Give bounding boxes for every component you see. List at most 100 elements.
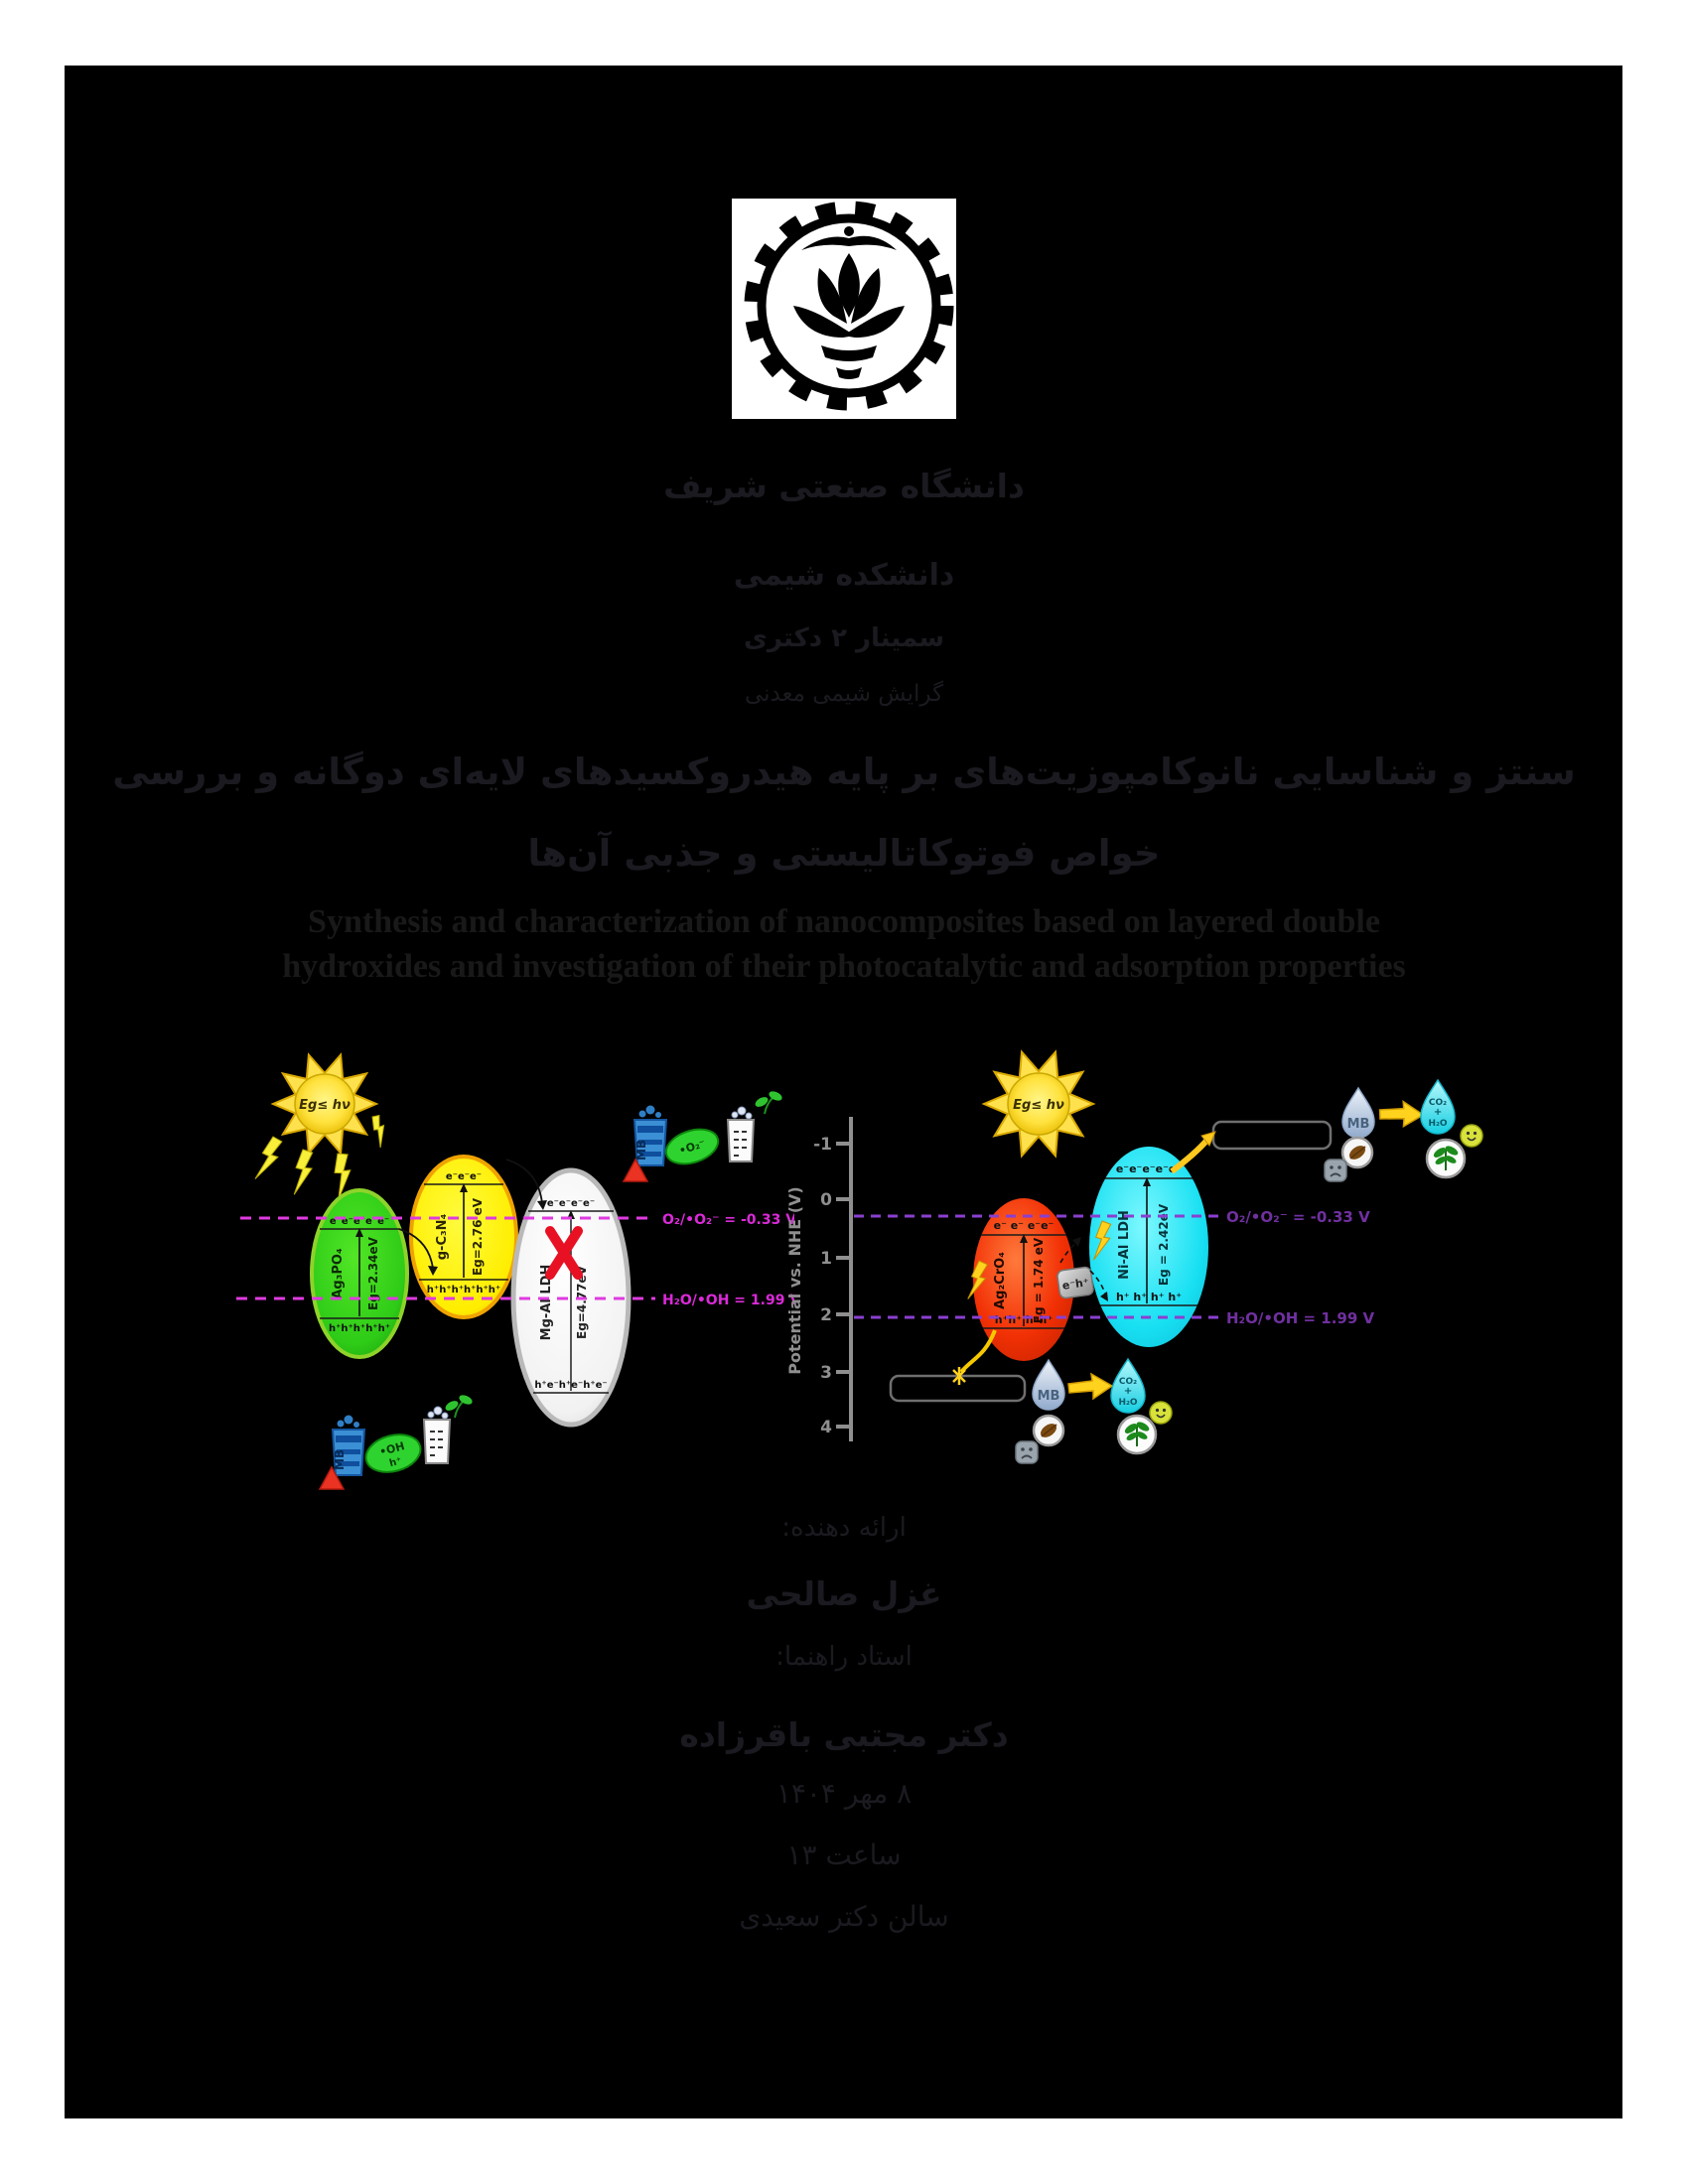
- smiley-face-bottom: [1149, 1401, 1173, 1425]
- hazard-triangle-bottom: [318, 1465, 346, 1490]
- mb-droplet-bottom-label: MB: [1038, 1389, 1060, 1404]
- green-ellipse: e⁻e⁻e⁻e⁻e⁻ h⁺h⁺h⁺h⁺h⁺ Ag₃PO₄ Eg=2.34eV: [310, 1188, 409, 1359]
- mb-beaker-top-label: MB: [634, 1140, 648, 1160]
- co2-top-l2: +: [1434, 1107, 1442, 1118]
- title-fa-line2: خواص فوتوکاتالیستی و جذبی آن‌ها: [527, 832, 1161, 875]
- sun-right-label: Eg≤ hν: [1013, 1098, 1064, 1113]
- reaction-box-top: [1211, 1120, 1333, 1151]
- red-eg: Eg = 1.74 eV: [1032, 1237, 1046, 1323]
- hydroxyl-leaf-label2: h⁺: [388, 1455, 403, 1469]
- mb-beaker-bottom-label: MB: [333, 1449, 347, 1470]
- mb-beaker-top: MB: [633, 1105, 668, 1166]
- cyan-cb-label: e⁻e⁻e⁻e⁻e⁻: [1116, 1162, 1183, 1175]
- seminar-date: ۸ مهر ۱۴۰۴: [775, 1777, 913, 1810]
- axis-tick-labels: -1 0 1 2 3 4: [813, 1135, 832, 1437]
- yellow-arrow-bottom: [1067, 1372, 1114, 1401]
- presenter-name: غزل صالحی: [746, 1574, 942, 1613]
- dead-leaf-circle-bottom: [1032, 1414, 1065, 1447]
- co2-droplet-top: CO₂ + H₂O: [1420, 1078, 1456, 1135]
- sharif-logo-gear: [744, 201, 954, 411]
- redox-label2-right: H₂O/•OH = 1.99 V: [1226, 1309, 1374, 1327]
- yellow-vb-label: h⁺h⁺h⁺h⁺h⁺h⁺: [427, 1285, 500, 1296]
- redox-label2-left: H₂O/•OH = 1.99 V: [662, 1293, 794, 1308]
- hydroxyl-leaf-label1: •OH: [378, 1439, 406, 1458]
- tick-1: 1: [820, 1249, 832, 1269]
- mb-droplet-top-label: MB: [1347, 1117, 1370, 1132]
- tick-2: 2: [820, 1305, 832, 1325]
- university-logo-box: [732, 199, 956, 419]
- field-name: گرایش شیمی معدنی: [744, 681, 944, 707]
- electron-transfer-arrows-left: [398, 1159, 547, 1276]
- red-name: Ag₂CrO₄: [993, 1252, 1008, 1309]
- plant-circle-top: [1425, 1138, 1467, 1179]
- cyan-eg: Eg = 2.42eV: [1157, 1203, 1171, 1286]
- mb-droplet-top: MB: [1341, 1086, 1375, 1139]
- seminar-venue: سالن دکتر سعیدی: [739, 1900, 949, 1933]
- university-logo: [744, 201, 954, 411]
- tick-0: 0: [820, 1190, 832, 1210]
- cyan-name: Ni-Al LDH: [1117, 1210, 1132, 1280]
- potential-axis: [836, 1117, 853, 1441]
- diagram-right: -1 0 1 2 3 4 Potential vs. NHE (V) Eg≤ h…: [785, 1049, 1483, 1464]
- yellow-cb-label: e⁻e⁻e⁻: [446, 1171, 482, 1182]
- white-cb-label: e⁻e⁻e⁻e⁻: [547, 1198, 595, 1209]
- sun-right: Eg≤ hν: [981, 1049, 1096, 1159]
- axis-title: Potential vs. NHE (V): [785, 1186, 804, 1374]
- university-name: دانشگاه صنعتی شریف: [663, 467, 1025, 505]
- lightning-bolts-left: [254, 1114, 385, 1200]
- redox-lines-left: O₂/•O₂⁻ = -0.33 V H₂O/•OH = 1.99 V: [236, 1212, 794, 1308]
- plant-circle-bottom: [1116, 1414, 1158, 1455]
- yellow-eg: Eg=2.76 eV: [471, 1197, 485, 1276]
- clean-beaker-top: [726, 1106, 756, 1162]
- clean-beaker-bottom: [422, 1406, 452, 1464]
- title-fa-line1: سنتز و شناسایی نانوکامپوزیت‌های بر پایه …: [112, 751, 1576, 793]
- green-name: Ag₃PO₄: [331, 1248, 346, 1299]
- faculty-name: دانشکده شیمی: [733, 558, 955, 593]
- smiley-face-top: [1460, 1124, 1483, 1148]
- co2-bot-l3: H₂O: [1118, 1398, 1137, 1408]
- sad-face-top: [1324, 1159, 1347, 1182]
- tick-3: 3: [820, 1363, 832, 1383]
- seminar-type: سمینار ۲ دکتری: [743, 623, 945, 653]
- redox-label1-left: O₂/•O₂⁻ = -0.33 V: [662, 1212, 794, 1228]
- reaction-box-bottom: [889, 1374, 1027, 1403]
- presenter-label: ارائه دهنده:: [781, 1513, 907, 1543]
- mb-beaker-bottom: MB: [331, 1415, 366, 1476]
- dash-arrowhead-up: [1072, 1237, 1081, 1247]
- sprout-top-icon: [755, 1091, 782, 1115]
- dash-arrowhead-down: [1100, 1292, 1108, 1301]
- co2-bot-l2: +: [1124, 1386, 1132, 1397]
- mb-droplet-bottom: MB: [1032, 1358, 1065, 1411]
- redox-label1-right: O₂/•O₂⁻ = -0.33 V: [1226, 1208, 1370, 1226]
- white-ellipse: e⁻e⁻e⁻e⁻ h⁺e⁻h⁺e⁻h⁺e⁻ Mg-Al LDH Eg=4.77e…: [510, 1167, 632, 1428]
- dead-leaf-circle-top: [1340, 1136, 1374, 1169]
- red-cb-label: e⁻ e⁻ e⁻e⁻: [994, 1219, 1055, 1232]
- co2-top-l1: CO₂: [1429, 1098, 1447, 1108]
- red-ellipse: e⁻ e⁻ e⁻e⁻ h⁺h⁺ h⁺h⁺ Ag₂CrO₄ Eg = 1.74 e…: [967, 1198, 1074, 1361]
- superoxide-leaf: •O₂⁻: [664, 1128, 720, 1165]
- yellow-arrow-to-top-box: [1170, 1131, 1216, 1174]
- yellow-ellipse: e⁻e⁻e⁻ h⁺h⁺h⁺h⁺h⁺h⁺ g-C₃N₄ Eg=2.76 eV: [409, 1155, 518, 1319]
- redox-lines-right: O₂/•O₂⁻ = -0.33 V H₂O/•OH = 1.99 V: [854, 1208, 1374, 1327]
- cyan-vb-label: h⁺ h⁺ h⁺ h⁺: [1116, 1291, 1182, 1303]
- green-cb-label: e⁻e⁻e⁻e⁻e⁻: [330, 1216, 389, 1227]
- sun-left-label: Eg≤ hν: [299, 1098, 351, 1113]
- yellow-name: g-C₃N₄: [435, 1213, 450, 1260]
- green-eg: Eg=2.34eV: [366, 1236, 380, 1310]
- yellow-squiggle-to-bottom-box: [952, 1329, 997, 1385]
- cyan-ellipse: e⁻e⁻e⁻e⁻e⁻ h⁺ h⁺ h⁺ h⁺ Ni-Al LDH Eg = 2.…: [1089, 1147, 1208, 1347]
- white-name: Mg-Al LDH: [539, 1265, 554, 1341]
- green-vb-label: h⁺h⁺h⁺h⁺h⁺: [329, 1323, 390, 1334]
- seminar-time: ساعت ۱۳: [786, 1839, 902, 1871]
- supervisor-name: دکتر مجتبی باقرزاده: [679, 1715, 1009, 1754]
- diagram-left: Eg≤ hν e⁻e⁻e⁻e⁻e⁻ h⁺h⁺h⁺h⁺h⁺ Ag₃PO₄ Eg=2…: [236, 1052, 794, 1490]
- electron-hole-cube: e⁻h⁺: [1056, 1266, 1094, 1299]
- tick-minus1: -1: [813, 1135, 832, 1155]
- sad-face-bottom: [1015, 1440, 1039, 1464]
- electron-hole-label: e⁻h⁺: [1061, 1276, 1090, 1293]
- sprout-bottom-icon: [445, 1395, 473, 1419]
- title-en-line2: hydroxides and investigation of their ph…: [282, 948, 1406, 985]
- co2-droplet-bottom: CO₂ + H₂O: [1110, 1357, 1146, 1414]
- supervisor-label: استاد راهنما:: [775, 1642, 913, 1672]
- blocked-x-icon: [545, 1226, 583, 1280]
